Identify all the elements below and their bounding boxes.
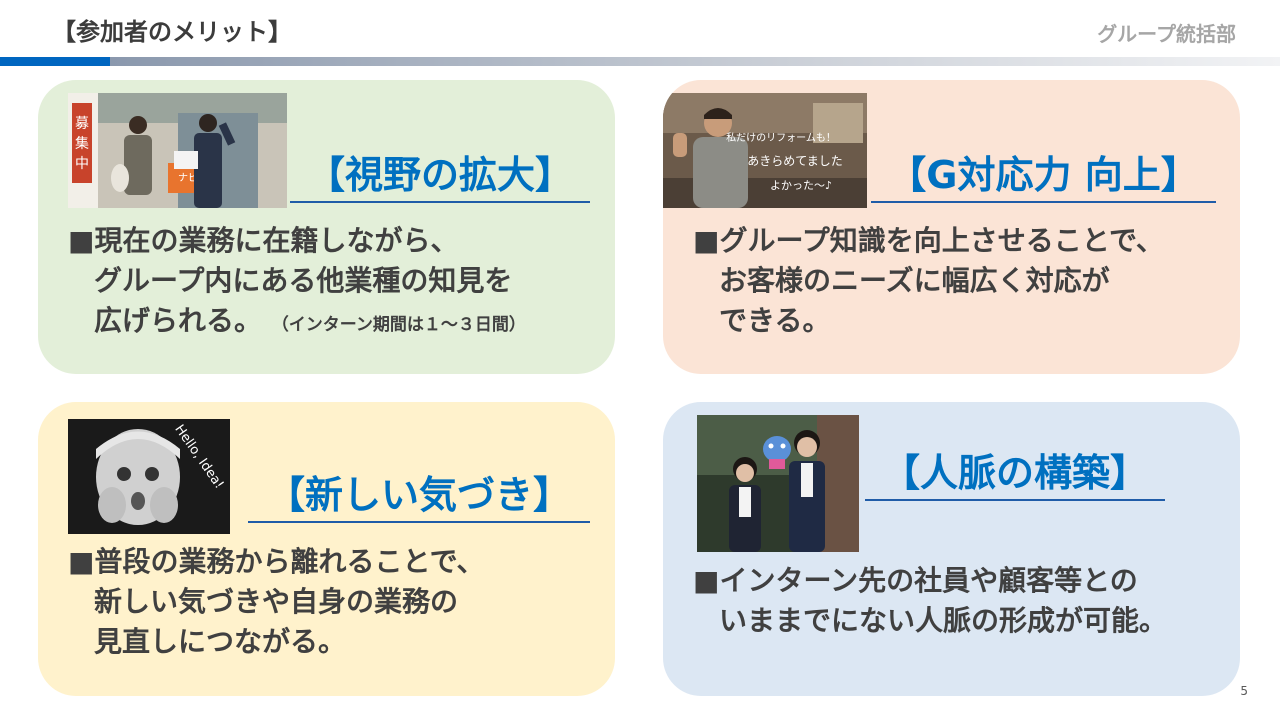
bullet-square-icon: ■ (68, 545, 95, 578)
bullet-square-icon: ■ (693, 224, 720, 257)
svg-text:集: 集 (75, 135, 89, 152)
photo-surprised-child: Hello, Idea! (68, 419, 230, 534)
photo-happy-customer: 私だけのリフォームも！ あきらめてました よかった～♪ (663, 93, 867, 208)
svg-text:募: 募 (75, 116, 89, 132)
photo-caption-2: あきらめてました (747, 154, 842, 168)
card-heading: 【新しい気づき】 (248, 464, 590, 523)
photo-office-visit: 募 集 中 ナビ (68, 93, 287, 208)
card-broaden-perspective: 募 集 中 ナビ 【視野の拡大】 ■現在の業務に在籍しながら、 グループ内にある… (38, 80, 615, 374)
card-body: ■現在の業務に在籍しながら、 グループ内にある他業種の知見を 広げられる。 （イ… (68, 224, 526, 337)
card-new-awareness: Hello, Idea! 【新しい気づき】 ■普段の業務から離れることで、 新し… (38, 402, 615, 696)
bullet-square-icon: ■ (68, 224, 95, 257)
photo-two-women (697, 415, 859, 552)
card-heading: 【視野の拡大】 (290, 144, 590, 203)
photo-caption-1: 私だけのリフォームも！ (726, 132, 836, 144)
photo-sign-text: ナビ (178, 172, 198, 184)
header-divider (0, 57, 1280, 66)
svg-text:中: 中 (75, 156, 89, 172)
card-body: ■インターン先の社員や顧客等との いままでにない人脈の形成が可能。 (693, 564, 1168, 637)
photo-caption-3: よかった～♪ (770, 179, 832, 192)
duration-note: （インターン期間は１～３日間） (271, 315, 526, 335)
slide-title: 【参加者のメリット】 (52, 18, 292, 46)
card-build-network: 【人脈の構築】 ■インターン先の社員や顧客等との いままでにない人脈の形成が可能… (663, 402, 1240, 696)
page-number: 5 (1240, 684, 1248, 698)
card-body: ■普段の業務から離れることで、 新しい気づきや自身の業務の 見直しにつながる。 (68, 545, 485, 658)
card-body: ■グループ知識を向上させることで、 お客様のニーズに幅広く対応が できる。 (693, 224, 1164, 337)
card-group-capability: 私だけのリフォームも！ あきらめてました よかった～♪ 【G対応力 向上】 ■グ… (663, 80, 1240, 374)
card-heading: 【人脈の構築】 (865, 442, 1165, 501)
card-heading: 【G対応力 向上】 (871, 144, 1216, 203)
bullet-square-icon: ■ (693, 564, 720, 597)
department-label: グループ統括部 (1097, 22, 1236, 46)
